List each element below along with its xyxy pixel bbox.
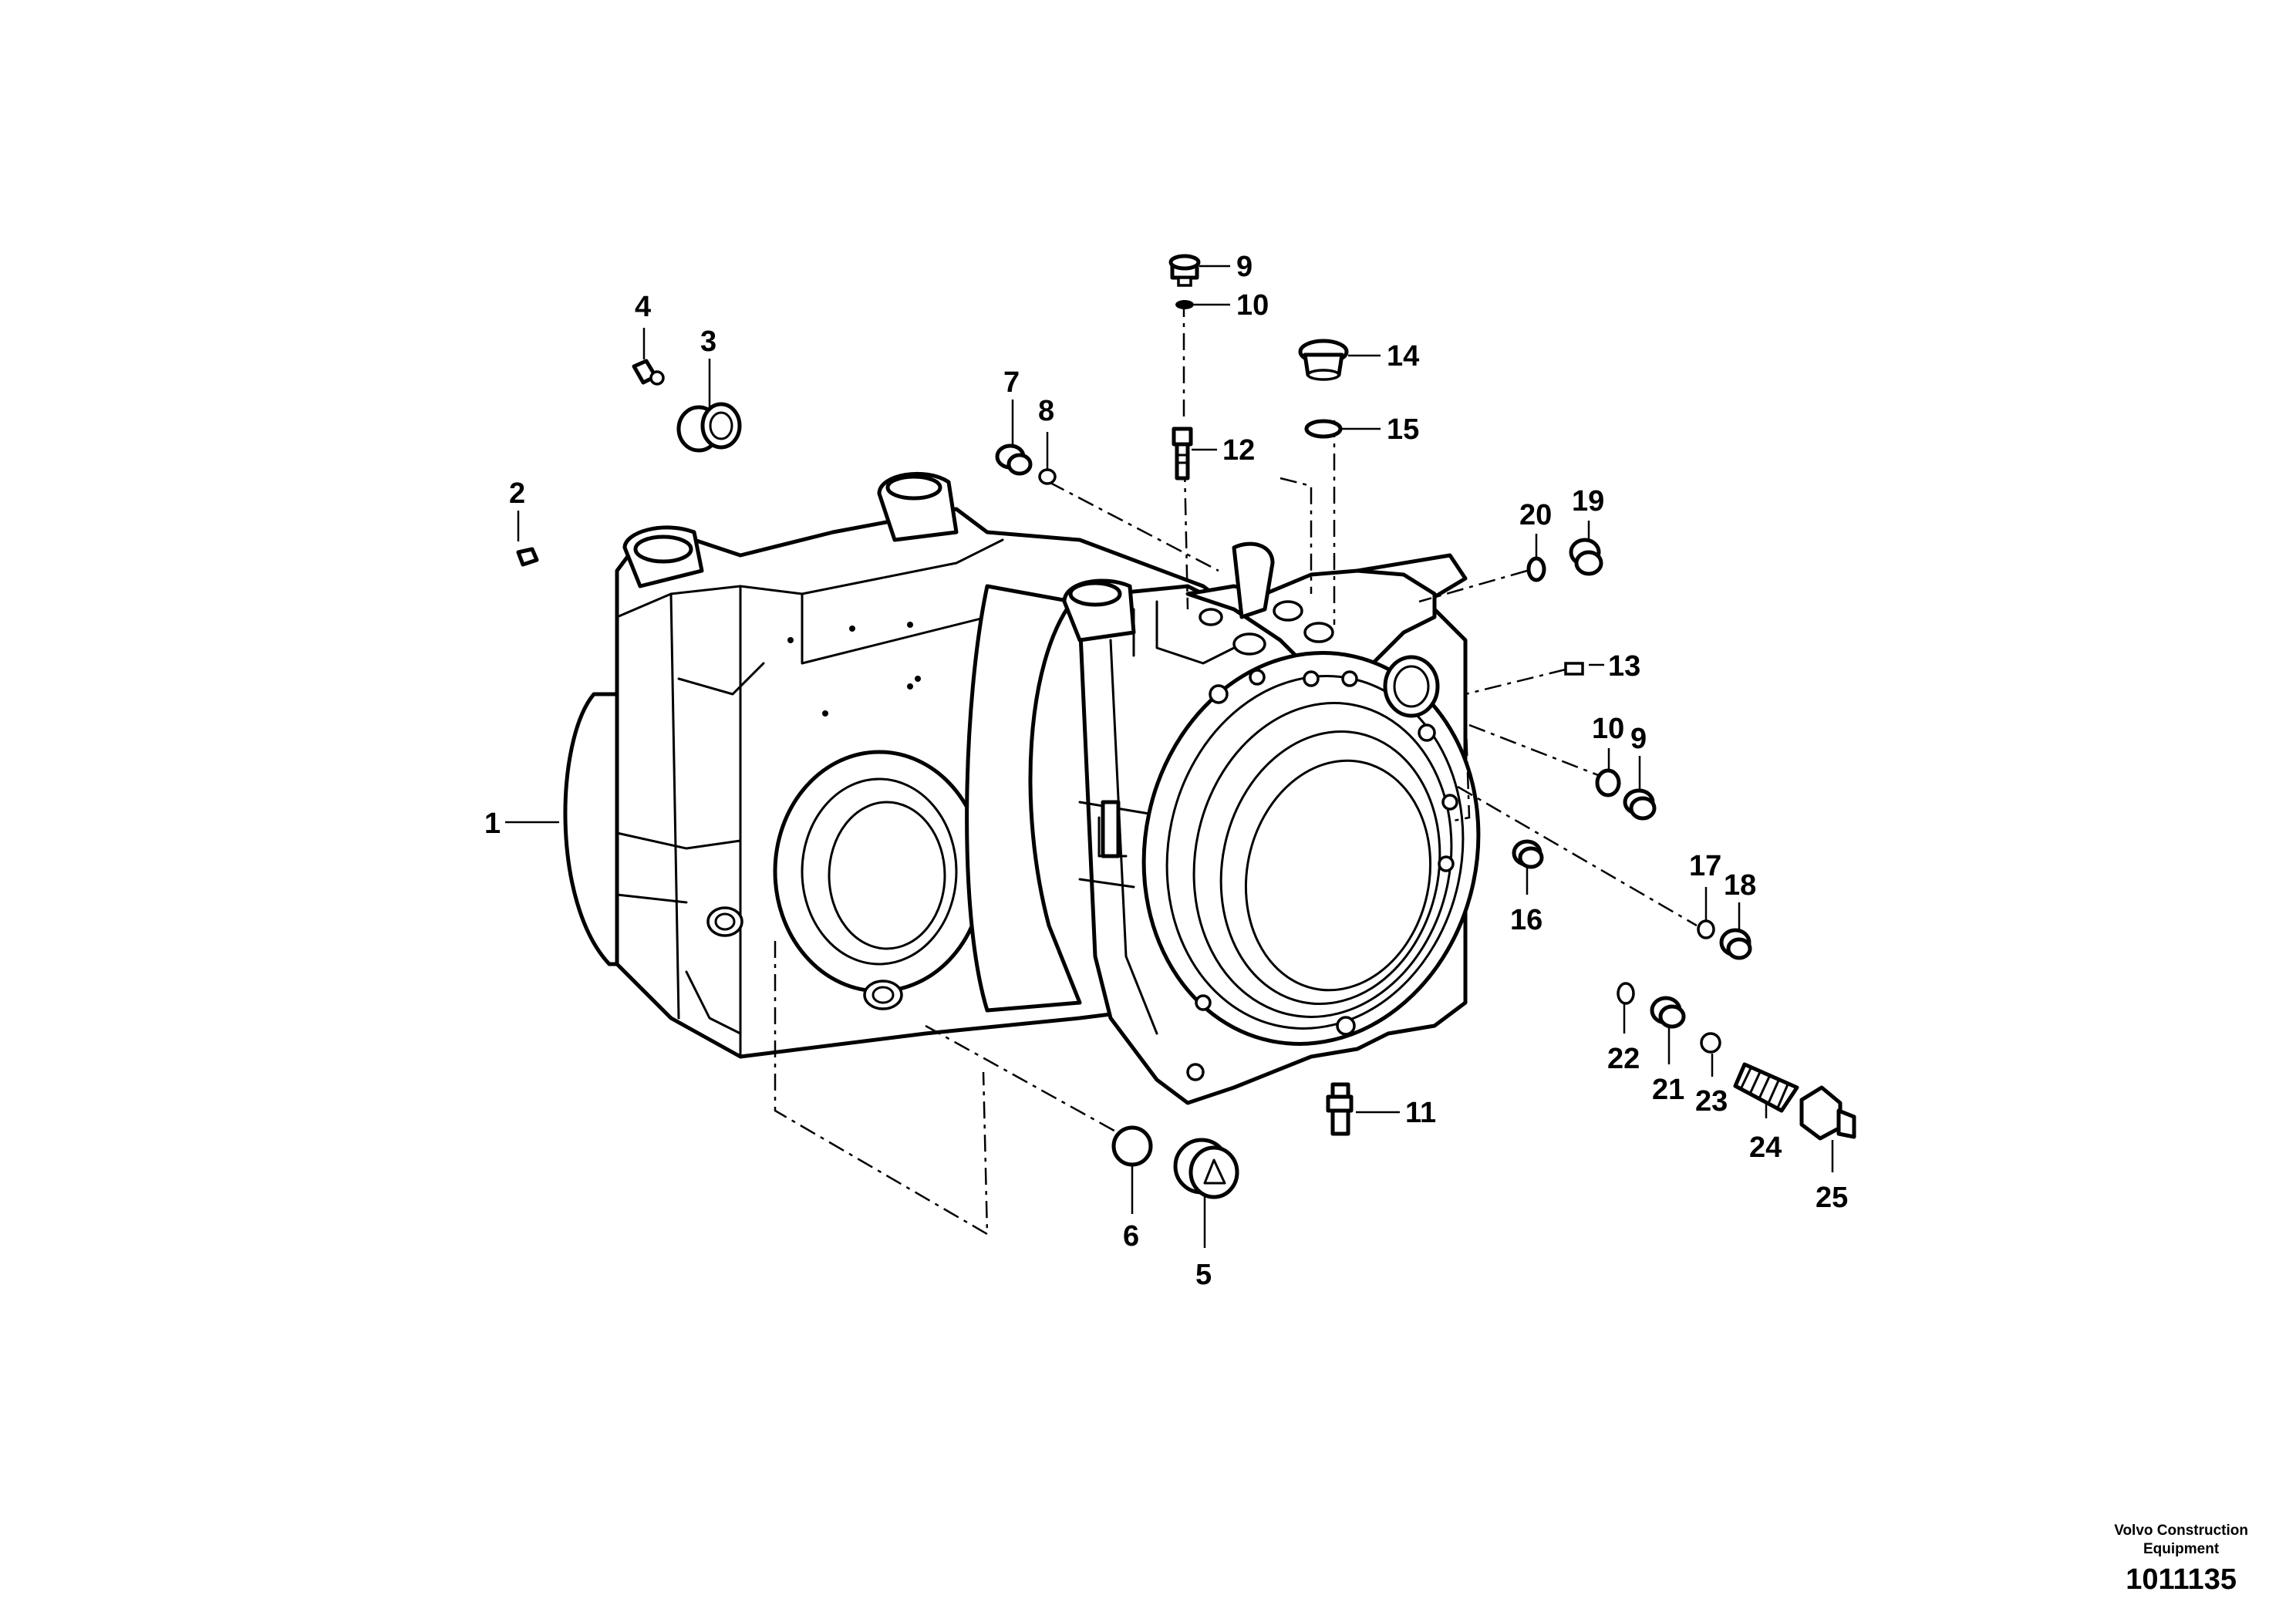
plug-part-16 (1512, 839, 1544, 869)
callout-7: 7 (1003, 366, 1020, 399)
screw-part-13 (1564, 662, 1584, 676)
o-ring-part-20 (1526, 556, 1546, 582)
callout-13: 13 (1608, 650, 1640, 683)
o-ring-part-22 (1617, 982, 1635, 1005)
o-ring-part-17 (1697, 919, 1715, 939)
o-ring-part-10-top (1175, 300, 1194, 309)
callout-14: 14 (1387, 340, 1419, 373)
fitting-part-11 (1326, 1082, 1354, 1136)
callout-labels: 1 2 3 4 5 6 7 8 9 10 11 12 13 14 15 16 1… (484, 251, 1848, 1291)
fitting-part-12 (1172, 427, 1193, 481)
small-parts (516, 254, 1856, 1199)
plug-part-18 (1719, 928, 1752, 960)
callout-25: 25 (1816, 1182, 1848, 1214)
callout-10: 10 (1236, 289, 1269, 322)
plug-part-19 (1569, 538, 1603, 576)
callout-1: 1 (484, 808, 501, 840)
plug-part-14 (1298, 339, 1349, 381)
o-ring-part-6 (1111, 1125, 1153, 1167)
transmission-housing (563, 471, 1481, 1105)
callout-9: 9 (1236, 251, 1253, 283)
o-ring-part-10-right (1595, 768, 1621, 798)
callout-12: 12 (1222, 434, 1255, 467)
ball-part-23 (1700, 1032, 1721, 1054)
callout-11: 11 (1405, 1097, 1436, 1129)
callout-10-right: 10 (1592, 713, 1624, 745)
callout-19: 19 (1572, 485, 1604, 518)
callout-9-right: 9 (1630, 723, 1647, 755)
callout-18: 18 (1724, 869, 1756, 902)
callout-24: 24 (1749, 1131, 1782, 1164)
plug-part-9-right (1623, 788, 1657, 821)
assembly-lines (774, 297, 1698, 1236)
callout-5: 5 (1195, 1259, 1212, 1291)
plug-part-7 (995, 443, 1033, 476)
plug-part-25 (1799, 1085, 1856, 1141)
drawing-footer: Volvo Construction Equipment 1011135 (2114, 1522, 2248, 1599)
brand-line-2: Equipment (2143, 1541, 2220, 1557)
callout-leaders (505, 265, 1834, 1248)
o-ring-part-15 (1304, 419, 1343, 439)
brand-line-1: Volvo Construction (2114, 1523, 2248, 1539)
callout-2: 2 (509, 477, 525, 510)
callout-17: 17 (1689, 850, 1721, 882)
callout-8: 8 (1038, 395, 1054, 427)
callout-4: 4 (635, 291, 651, 323)
callout-15: 15 (1387, 413, 1419, 446)
cover-part-3 (676, 402, 742, 453)
callout-16: 16 (1510, 904, 1542, 936)
callout-6: 6 (1123, 1220, 1139, 1253)
callout-3: 3 (700, 325, 716, 358)
plug-part-9-top (1168, 254, 1201, 287)
callout-21: 21 (1652, 1074, 1684, 1106)
plug-part-21 (1650, 996, 1686, 1029)
plug-part-4 (632, 359, 665, 386)
callout-23: 23 (1695, 1085, 1728, 1118)
callout-22: 22 (1607, 1043, 1640, 1075)
spring-part-24 (1733, 1062, 1799, 1113)
drawing-number: 1011135 (2126, 1563, 2237, 1596)
o-ring-part-8 (1038, 468, 1057, 485)
plug-part-5 (1173, 1138, 1239, 1199)
callout-20: 20 (1519, 499, 1552, 531)
